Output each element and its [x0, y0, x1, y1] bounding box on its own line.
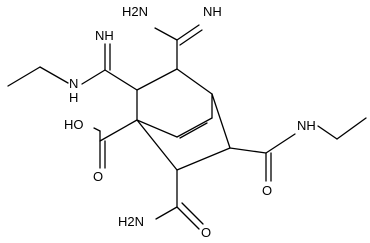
bond-amidine-left-n [81, 69, 106, 85]
bond-amide-bottom-o-double [176, 206, 200, 230]
amidine-top-nh2-label: H2N [122, 4, 148, 19]
bond-amide-bottom-o-double-inner [181, 202, 204, 225]
amide-right-nh-label: NH [297, 118, 316, 133]
bond-nh-ethyl-ch2 [317, 125, 338, 140]
bond-amidine-top-nh-double [176, 24, 200, 41]
bond-c7-c8 [176, 147, 231, 171]
bond-c7-amide-right [229, 147, 267, 154]
bond-amide-right-nh [265, 133, 296, 154]
bond-c4-c5-double-inner [179, 122, 208, 139]
carboxyl-o-label: O [93, 169, 103, 184]
bond-amide-bottom-nh2 [155, 206, 178, 220]
bond-amidine-top-nh2 [154, 27, 178, 41]
bond-carboxyl-oh-link [93, 127, 101, 132]
bond-ethyl-left-ch3 [7, 66, 41, 87]
bond-n-ethyl-ch2 [39, 66, 69, 84]
bond-c2-c3 [176, 68, 213, 95]
amide-bottom-nh2-label: H2N [118, 214, 144, 229]
bond-c1-amidine-left [104, 69, 138, 91]
bond-c3-c7 [211, 93, 231, 149]
bond-ethyl-right-ch3 [336, 117, 367, 140]
amide-bottom-o-label: O [201, 225, 211, 240]
amidine-left-nh-label: NH [95, 28, 114, 43]
amide-right-o-label: O [262, 183, 272, 198]
amidine-left-n-label: N [69, 76, 78, 91]
amidine-left-h-label: H [69, 90, 78, 105]
bond-amidine-top-nh-double-inner [179, 29, 203, 46]
bond-c4-c5-double [176, 117, 213, 138]
bond-c6-carboxyl [99, 119, 138, 142]
carboxyl-oh-label: HO [64, 117, 84, 132]
amidine-top-nh-label: NH [203, 4, 222, 19]
bond-c5-c6 [136, 119, 178, 138]
bond-c8-c6 [136, 119, 178, 171]
bond-c1-c2 [136, 68, 178, 91]
